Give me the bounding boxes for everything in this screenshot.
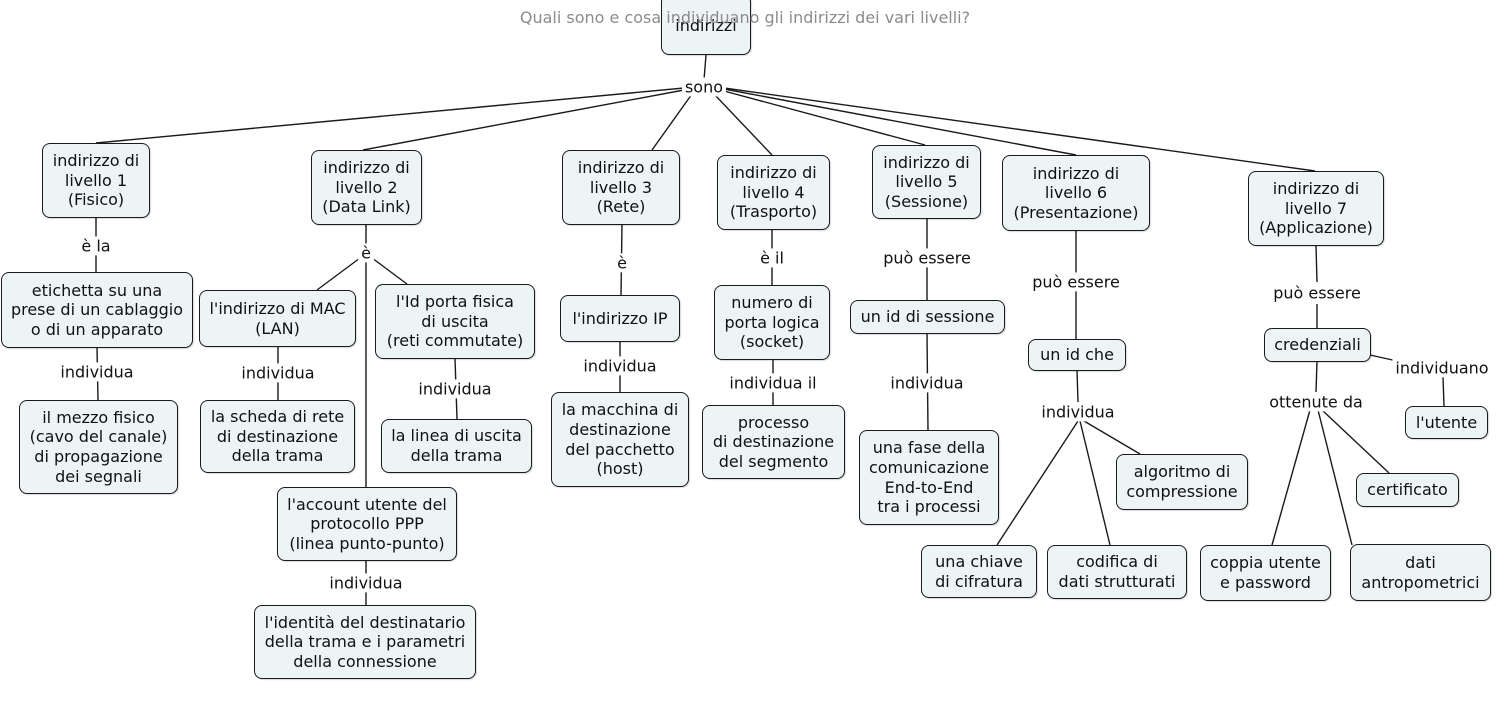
link-label-l4-e-il: è il <box>757 248 787 268</box>
concept-linea-di-uscita[interactable]: la linea di uscita della trama <box>381 419 532 473</box>
concept-etichetta-cablaggio[interactable]: etichetta su una prese di un cablaggio o… <box>1 272 193 348</box>
concept-id-porta-fisica[interactable]: l'Id porta fisica di uscita (reti commut… <box>375 284 535 359</box>
concept-indirizzo-ip[interactable]: l'indirizzo IP <box>560 295 680 342</box>
link-label-l7-individuano: individuano <box>1392 358 1492 378</box>
link-label-l3-e: è <box>614 253 630 273</box>
concept-dati-antropometrici[interactable]: dati antropometrici <box>1350 544 1491 601</box>
concept-livello-3[interactable]: indirizzo di livello 3 (Rete) <box>562 150 680 225</box>
concept-mezzo-fisico[interactable]: il mezzo fisico (cavo del canale) di pro… <box>19 400 178 494</box>
concept-certificato[interactable]: certificato <box>1356 473 1459 507</box>
concept-algoritmo-compressione[interactable]: algoritmo di compressione <box>1116 454 1248 510</box>
link-label-l6-individua: individua <box>1038 402 1118 422</box>
link-label-l2-e: è <box>358 243 374 263</box>
concept-porta-logica[interactable]: numero di porta logica (socket) <box>714 285 830 360</box>
concept-livello-2[interactable]: indirizzo di livello 2 (Data Link) <box>311 150 422 225</box>
link-label-l7-puo-essere: può essere <box>1270 283 1364 303</box>
link-label-l3-individua: individua <box>580 356 660 376</box>
concept-livello-7[interactable]: indirizzo di livello 7 (Applicazione) <box>1248 171 1384 246</box>
link-label-l2-mac-individua: individua <box>238 363 318 383</box>
concept-coppia-utente-password[interactable]: coppia utente e password <box>1200 545 1331 601</box>
concept-indirizzo-mac[interactable]: l'indirizzo di MAC (LAN) <box>199 290 356 347</box>
link-label-l7-ottenute-da: ottenute da <box>1266 392 1366 412</box>
concept-fase-comunicazione[interactable]: una fase della comunicazione End-to-End … <box>859 430 999 525</box>
link-label-l5-puo-essere: può essere <box>880 248 974 268</box>
concept-codifica-dati[interactable]: codifica di dati strutturati <box>1047 545 1187 599</box>
concept-livello-1[interactable]: indirizzo di livello 1 (Fisico) <box>42 143 150 218</box>
concept-processo-destinazione[interactable]: processo di destinazione del segmento <box>702 405 845 479</box>
concept-utente[interactable]: l'utente <box>1405 406 1488 439</box>
link-label-l5-individua: individua <box>887 373 967 393</box>
link-label-l6-puo-essere: può essere <box>1029 272 1123 292</box>
link-label-sono: sono <box>681 77 727 97</box>
link-label-l4-individua-il: individua il <box>726 373 820 393</box>
concept-scheda-di-rete[interactable]: la scheda di rete di destinazione della … <box>200 400 355 473</box>
concept-livello-5[interactable]: indirizzo di livello 5 (Sessione) <box>872 145 981 219</box>
link-label-l2-port-individua: individua <box>415 379 495 399</box>
link-label-l1-e: è la <box>78 236 114 256</box>
link-label-l1-individua: individua <box>57 362 137 382</box>
concept-macchina-host[interactable]: la macchina di destinazione del pacchett… <box>551 392 689 487</box>
concept-id-di-sessione[interactable]: un id di sessione <box>850 300 1005 334</box>
concept-credenziali[interactable]: credenziali <box>1264 328 1371 362</box>
concept-livello-6[interactable]: indirizzo di livello 6 (Presentazione) <box>1002 155 1150 231</box>
concept-livello-4[interactable]: indirizzo di livello 4 (Trasporto) <box>717 155 830 230</box>
concept-chiave-cifratura[interactable]: una chiave di cifratura <box>921 545 1037 598</box>
concept-id-che[interactable]: un id che <box>1028 339 1126 371</box>
link-label-l2-ppp-individua: individua <box>326 573 406 593</box>
concept-identita-destinatario[interactable]: l'identità del destinatario della trama … <box>254 605 476 679</box>
concept-indirizzi[interactable]: indirizzi <box>661 0 751 55</box>
concept-account-ppp[interactable]: l'account utente del protocollo PPP (lin… <box>277 487 457 561</box>
